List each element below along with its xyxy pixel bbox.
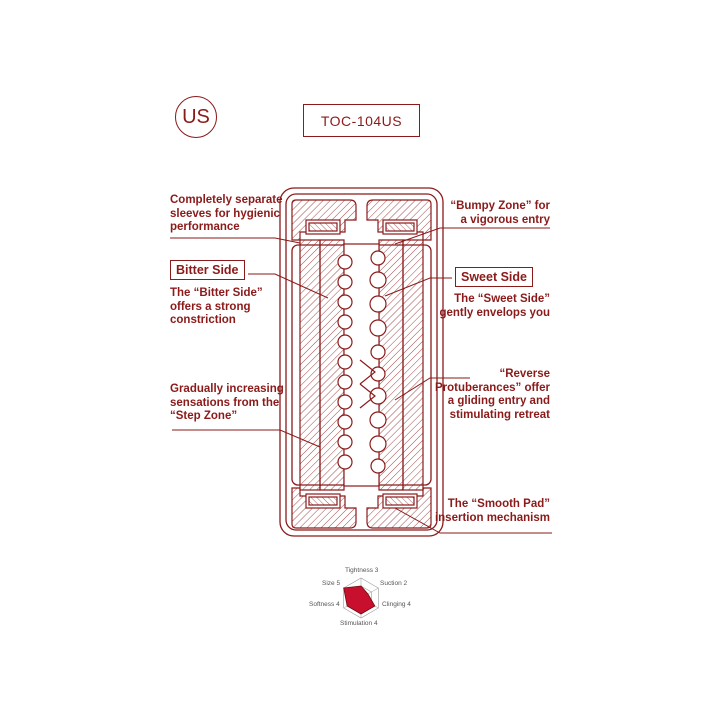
radar-label-tightness: Tightness 3	[345, 567, 379, 574]
bitter-side-sleeve	[299, 239, 345, 491]
bitter-side-title: Bitter Side	[170, 260, 245, 280]
callout-line: a gliding entry and	[447, 395, 550, 407]
radar-label-suction: Suction 2	[380, 580, 408, 587]
radar-value-area	[343, 585, 376, 615]
callout-line: The “Sweet Side”	[454, 293, 550, 305]
callout-line: “Reverse	[499, 368, 550, 380]
callout-line: stimulating retreat	[449, 408, 550, 421]
callout-reverse-protuberances: “Reverse Protuberances” offer a gliding …	[435, 368, 550, 422]
region-badge: US	[175, 96, 217, 138]
callout-sweet-side: The “Sweet Side” gently envelops you	[439, 293, 550, 320]
callout-line: Gradually increasing	[170, 383, 284, 395]
callout-step-zone: Gradually increasing sensations from the…	[170, 383, 284, 424]
sweet-side-title: Sweet Side	[455, 267, 533, 287]
rating-radar-chart	[343, 577, 379, 619]
callout-line: gently envelops you	[439, 306, 550, 319]
radar-label-size: Size 5	[322, 580, 341, 587]
callout-line: sleeves for hygienic	[170, 207, 280, 220]
callout-line: sensations from the	[170, 396, 280, 409]
model-number-box: TOC-104US	[303, 104, 420, 137]
callout-smooth-pad: The “Smooth Pad” insertion mechanism	[435, 498, 550, 525]
callout-line: Completely separate	[170, 194, 283, 206]
radar-label-softness: Softness 4	[309, 601, 340, 608]
radar-label-stimulation: Stimulation 4	[340, 620, 378, 627]
callout-line: performance	[170, 221, 240, 233]
callout-line: The “Smooth Pad”	[447, 498, 550, 510]
callout-line: insertion mechanism	[434, 511, 550, 524]
callout-separate-sleeves: Completely separate sleeves for hygienic…	[170, 194, 283, 235]
model-number: TOC-104US	[320, 112, 403, 129]
radar-label-clinging: Clinging 4	[382, 601, 411, 608]
bottom-caps	[291, 487, 432, 529]
callout-line: “Step Zone”	[170, 410, 238, 422]
callout-line: The “Bitter Side”	[170, 287, 263, 299]
callout-line: a vigorous entry	[460, 213, 550, 226]
callout-bumpy-zone: “Bumpy Zone” for a vigorous entry	[450, 200, 550, 227]
inner-channel	[337, 243, 387, 487]
callout-line: offers a strong	[170, 300, 251, 313]
region-text: US	[182, 105, 210, 128]
leader-lines	[170, 227, 552, 534]
callout-line: Protuberances” offer	[434, 381, 550, 394]
callout-line: constriction	[170, 314, 236, 326]
callout-bitter-side: The “Bitter Side” offers a strong constr…	[170, 287, 263, 328]
callout-line: “Bumpy Zone” for	[450, 200, 550, 212]
top-caps	[291, 199, 432, 241]
